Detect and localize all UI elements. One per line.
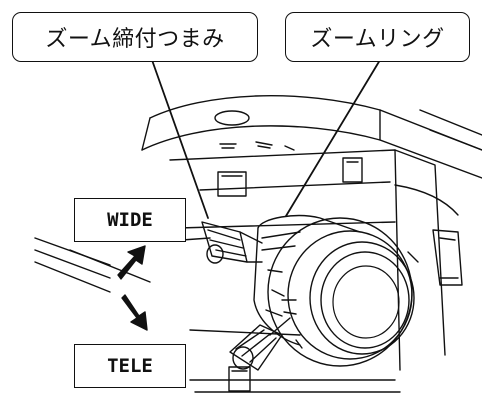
zoom-ring-callout: ズームリング	[285, 12, 470, 62]
zoom-knob-callout: ズーム締付つまみ	[12, 12, 258, 62]
zoom-knob	[201, 221, 263, 264]
lens-assembly	[253, 214, 419, 367]
wide-label: WIDE	[74, 198, 186, 242]
direction-arrows	[117, 245, 148, 331]
focus-knob	[229, 317, 291, 371]
mount-clips	[217, 157, 363, 392]
top-details	[214, 110, 295, 151]
tele-label: TELE	[74, 344, 186, 388]
leader-lines	[151, 59, 381, 219]
camera-housing	[34, 95, 482, 393]
